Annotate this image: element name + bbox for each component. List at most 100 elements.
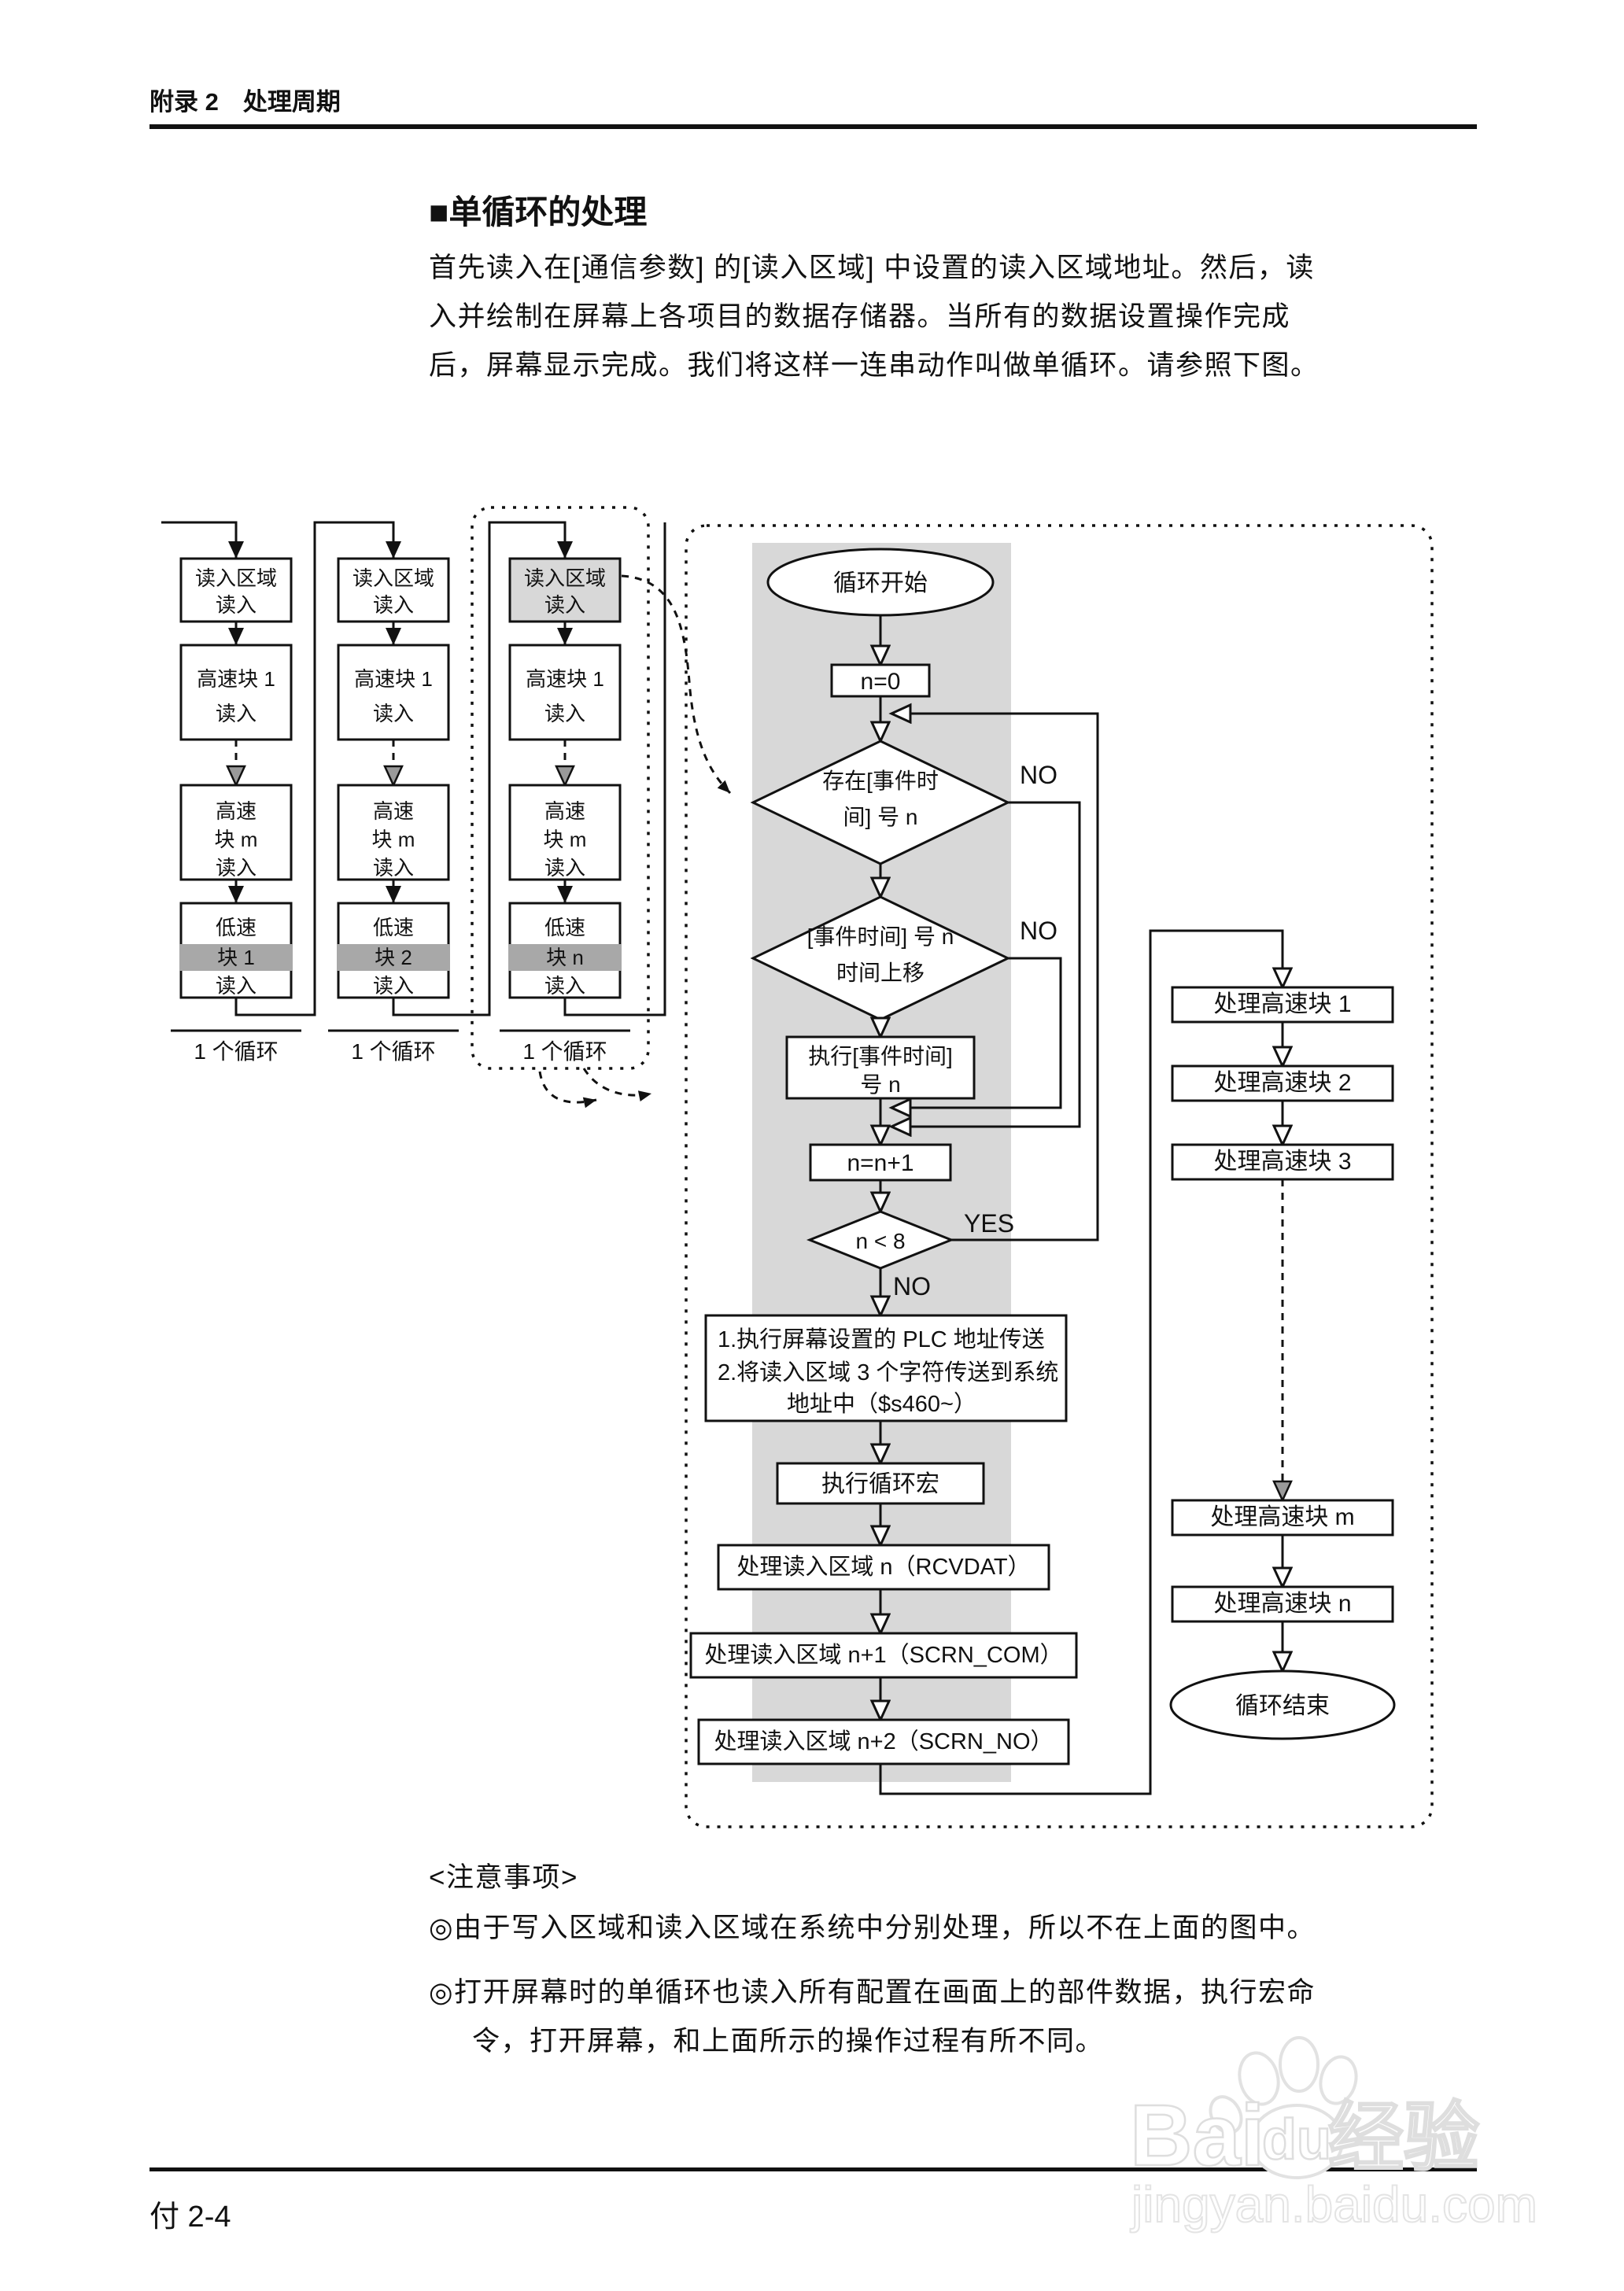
header-title: 附录 2 处理周期 [149, 88, 341, 116]
no-label: NO [893, 1272, 931, 1300]
paw-toe-icon [1319, 2055, 1358, 2105]
fast-block1-label: 高速块 1 [354, 667, 433, 691]
process-fastn-label: 处理高速块 n [1213, 1591, 1351, 1617]
macro-label: 执行循环宏 [821, 1471, 939, 1497]
decision-event-exists-label: 存在[事件时 [822, 769, 939, 793]
process-fastm-box [1171, 1499, 1394, 1537]
slow-block-label: 读入 [373, 974, 414, 998]
no-branch-connector [891, 801, 1081, 1127]
start-label: 循环开始 [833, 570, 928, 596]
process-fast2-label: 处理高速块 2 [1213, 1070, 1351, 1096]
process-fast3-label: 处理高速块 3 [1213, 1149, 1351, 1175]
fast-blockm-label: 读入 [216, 856, 257, 880]
watermark-brand: Bai [1130, 2087, 1264, 2184]
entry-connector [161, 521, 244, 559]
loop-connector [234, 521, 401, 1016]
slow-block-label: 读入 [216, 974, 257, 998]
paragraph-line: 入并绘制在屏幕上各项目的数据存储器。当所有的数据设置操作完成 [429, 301, 1290, 332]
fast-blockm-label: 读入 [373, 856, 414, 880]
decision-n-lt-8-label: n < 8 [855, 1229, 905, 1253]
yes-label: YES [964, 1209, 1014, 1238]
scrn-com-label: 处理读入区域 n+1（SCRN_COM） [704, 1642, 1062, 1668]
detail-pointer-curve [582, 1068, 652, 1101]
fast-blockm-label: 块 m [544, 828, 587, 851]
exec-event-label: 执行[事件时间] [808, 1044, 953, 1068]
to-fast-block-connector [879, 929, 1283, 1795]
fast-blockm-label: 块 m [215, 828, 258, 851]
cycle-label: 1 个循环 [194, 1039, 278, 1064]
slow-block-label: 块 1 [217, 946, 255, 969]
plc-transfer-line: 地址中（$s460~） [787, 1391, 976, 1417]
read-area-label: 读入区域 [352, 566, 434, 590]
paw-toe-icon [1209, 2095, 1243, 2134]
main-flowchart: 循环开始 n=0 存在[事件时 间] 号 n NO [事件时间] 号 n 时间上… [685, 524, 1434, 1828]
intro-section: ■单循环的处理 首先读入在[通信参数] 的[读入区域] 中设置的读入区域地址。然… [429, 194, 1320, 381]
cycle-column-3: 读入区域 读入 高速块 1 读入 高速 块 m 读入 低速 块 n 读入 1 个… [471, 506, 666, 1070]
flowchart-outline [685, 524, 1434, 1828]
page-footer: Bai du 经验 jingyan.baidu.com 付 2-4 [149, 2036, 1538, 2234]
plc-transfer-box [704, 1314, 1068, 1422]
fast-block1-label: 高速块 1 [197, 667, 275, 691]
decision-event-time-label: 时间上移 [836, 961, 925, 985]
notes-section: <注意事项> ◎由于写入区域和读入区域在系统中分别处理，所以不在上面的图中。 ◎… [429, 1862, 1316, 2057]
footer-rule [149, 2167, 1477, 2171]
macro-box [776, 1462, 985, 1505]
fast-block1-label: 读入 [373, 702, 414, 725]
slow-block-label: 低速 [216, 916, 257, 939]
highlight-bar [337, 944, 450, 971]
section-title: ■单循环的处理 [429, 194, 647, 231]
fast-blockm-box [179, 784, 293, 881]
read-area-label: 读入区域 [524, 566, 606, 590]
process-fast1-box [1171, 986, 1394, 1024]
decision-event-time-label: [事件时间] 号 n [807, 924, 954, 949]
end-label: 循环结束 [1235, 1693, 1330, 1719]
paragraph-line: 后，屏幕显示完成。我们将这样一连串动作叫做单循环。请参照下图。 [429, 350, 1320, 381]
cycle-column-2: 读入区域 读入 高速块 1 读入 高速 块 m 读入 低速 块 2 读入 1 个… [328, 521, 573, 1064]
slow-block-label: 读入 [544, 974, 585, 998]
highlight-bar [179, 944, 293, 971]
read-area-label: 读入区域 [195, 566, 277, 590]
no-label: NO [1020, 761, 1057, 789]
detail-pointer-curve [621, 574, 732, 795]
paw-toe-icon [1279, 2036, 1320, 2093]
watermark-brand: du [1262, 2108, 1331, 2171]
fast-block1-box [337, 644, 450, 741]
fast-block-column: 处理高速块 1 处理高速块 2 处理高速块 3 处理高速块 m 处理高速块 n … [1169, 986, 1396, 1740]
loop-connector [563, 522, 666, 1016]
read-area-label: 读入 [373, 593, 414, 617]
fast-blockm-label: 高速 [373, 799, 414, 823]
page-number: 付 2-4 [149, 2201, 231, 2234]
cycle-column-1: 读入区域 读入 高速块 1 读入 高速 块 m 读入 低速 块 1 读入 1 个… [161, 521, 401, 1064]
highlight-cycle-outline [471, 506, 650, 1070]
fast-block1-label: 高速块 1 [526, 667, 604, 691]
read-area-box [337, 557, 450, 623]
slow-block-label: 块 2 [375, 946, 412, 969]
end-terminator [1169, 1669, 1396, 1740]
paw-toe-icon [1238, 2051, 1280, 2106]
watermark-brand-suffix: 经验 [1328, 2096, 1479, 2180]
n0-label: n=0 [861, 669, 901, 695]
process-fast2-box [1171, 1064, 1394, 1102]
slow-block-label: 低速 [544, 916, 585, 939]
increment-label: n=n+1 [847, 1150, 914, 1176]
fast-block1-box [508, 644, 622, 741]
read-area-label: 读入 [544, 593, 585, 617]
scrn-no-label: 处理读入区域 n+2（SCRN_NO） [714, 1728, 1053, 1754]
note-line: ◎由于写入区域和读入区域在系统中分别处理，所以不在上面的图中。 [429, 1913, 1316, 1943]
fast-block1-box [179, 644, 293, 741]
decision-event-exists-label: 间] 号 n [843, 805, 918, 829]
scrn-no-box [697, 1718, 1070, 1765]
read-area-box-highlighted [508, 557, 622, 623]
fast-blockm-label: 读入 [544, 856, 585, 880]
cycle-label: 1 个循环 [522, 1039, 607, 1064]
fast-blockm-label: 块 m [372, 828, 415, 851]
note-line: ◎打开屏幕时的单循环也读入所有配置在画面上的部件数据，执行宏命 [429, 1977, 1316, 2008]
no-label: NO [1020, 917, 1057, 945]
slow-block-label: 低速 [373, 916, 414, 939]
watermark-site-url: jingyan.baidu.com [1130, 2176, 1537, 2233]
rcvdat-box [717, 1544, 1050, 1591]
exec-event-box [785, 1035, 976, 1100]
cycle-label: 1 个循环 [351, 1039, 435, 1064]
